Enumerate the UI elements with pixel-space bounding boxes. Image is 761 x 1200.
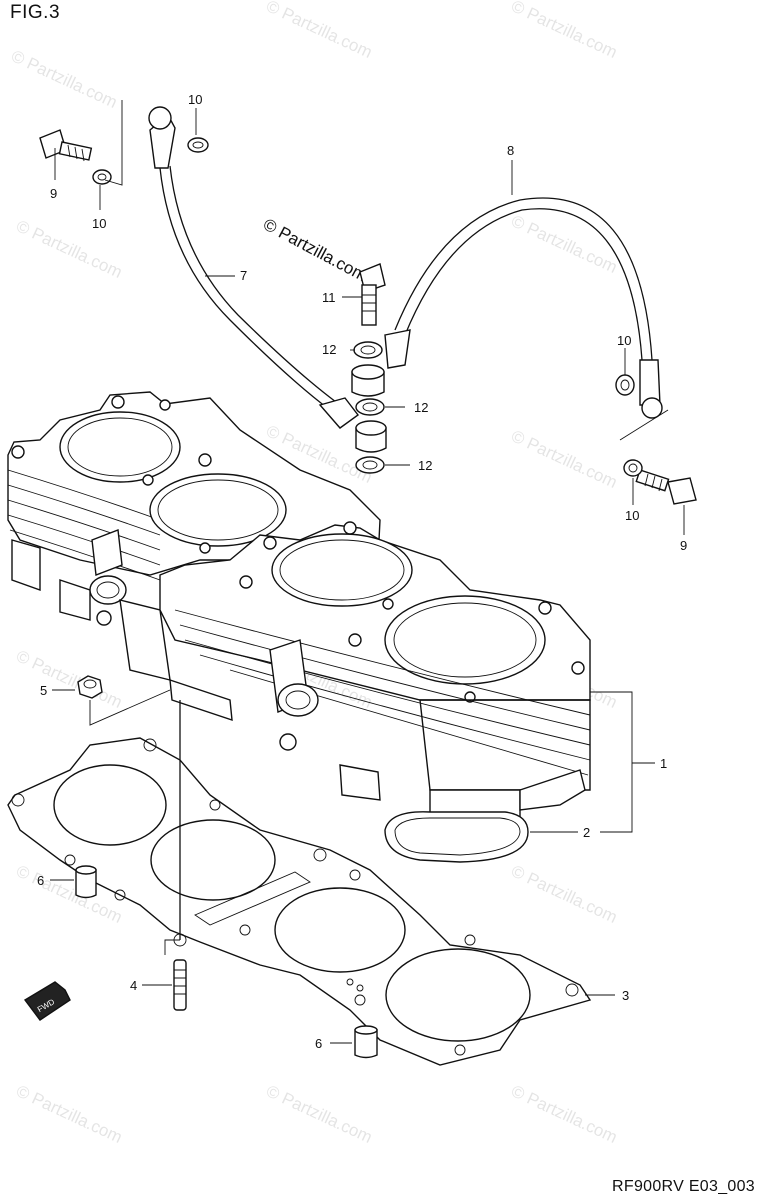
callout-layer: 1 2 3 4 5 6 6 7 8 9 9 10 10 10 10 11 12 … bbox=[37, 92, 687, 1051]
watermark-2: © Partzilla.com bbox=[263, 0, 375, 62]
leader-lines bbox=[50, 100, 685, 1044]
callout-9-right: 9 bbox=[680, 538, 687, 553]
flange-nut bbox=[77, 675, 171, 726]
fitting-ring-2 bbox=[355, 398, 385, 416]
cylinder-block bbox=[7, 391, 591, 839]
callout-5: 5 bbox=[40, 683, 47, 698]
stud-bolt bbox=[173, 700, 187, 1011]
callout-6-lower: 6 bbox=[315, 1036, 322, 1051]
fitting-ring-1 bbox=[353, 341, 383, 359]
watermark-7: © Partzilla.com bbox=[508, 426, 620, 492]
callout-11: 11 bbox=[322, 290, 336, 305]
callout-3: 3 bbox=[622, 988, 629, 1003]
fitting-ring-3 bbox=[355, 456, 385, 474]
figure-title: FIG.3 bbox=[10, 2, 61, 23]
watermark-3: © Partzilla.com bbox=[508, 0, 620, 62]
watermark-14: © Partzilla.com bbox=[13, 1081, 125, 1147]
callout-10-top: 10 bbox=[188, 92, 202, 107]
watermark-1: © Partzilla.com bbox=[8, 46, 120, 112]
watermark-15: © Partzilla.com bbox=[263, 1081, 375, 1147]
union-bolt-right bbox=[635, 469, 697, 505]
watermark-13: © Partzilla.com bbox=[508, 861, 620, 927]
callout-10-left: 10 bbox=[92, 216, 106, 231]
callout-4: 4 bbox=[130, 978, 137, 993]
copyright-label: © Partzilla.com bbox=[260, 215, 370, 286]
callout-7: 7 bbox=[240, 268, 247, 283]
callout-1: 1 bbox=[660, 756, 667, 771]
callout-2: 2 bbox=[583, 825, 590, 840]
banjo-bolt-center bbox=[359, 263, 386, 326]
callout-12-upper: 12 bbox=[322, 342, 336, 357]
callout-9-left: 9 bbox=[50, 186, 57, 201]
forward-direction-arrow: FWD bbox=[23, 981, 71, 1021]
dowel-pin-upper bbox=[75, 865, 97, 899]
callout-10-right-upper: 10 bbox=[617, 333, 631, 348]
watermark-5: © Partzilla.com bbox=[508, 211, 620, 277]
callout-12-middle: 12 bbox=[414, 400, 428, 415]
base-gasket bbox=[384, 811, 529, 863]
callout-12-lower: 12 bbox=[418, 458, 432, 473]
oil-hose-left bbox=[148, 106, 359, 429]
washer-left bbox=[92, 169, 112, 185]
dowel-pin-lower bbox=[354, 1025, 378, 1059]
oil-hose-right bbox=[384, 197, 663, 419]
washer-top bbox=[187, 137, 209, 153]
callout-6-upper: 6 bbox=[37, 873, 44, 888]
diagram-code: RF900RV E03_003 bbox=[612, 1178, 755, 1195]
callout-10-right-lower: 10 bbox=[625, 508, 639, 523]
head-gasket bbox=[7, 737, 592, 1066]
watermark-4: © Partzilla.com bbox=[13, 216, 125, 282]
washer-right-upper bbox=[615, 374, 635, 396]
watermark-16: © Partzilla.com bbox=[508, 1081, 620, 1147]
watermark-8: © Partzilla.com bbox=[13, 646, 125, 712]
union-bolt-left bbox=[39, 129, 93, 162]
washer-right-lower bbox=[623, 459, 643, 477]
callout-8: 8 bbox=[507, 143, 514, 158]
